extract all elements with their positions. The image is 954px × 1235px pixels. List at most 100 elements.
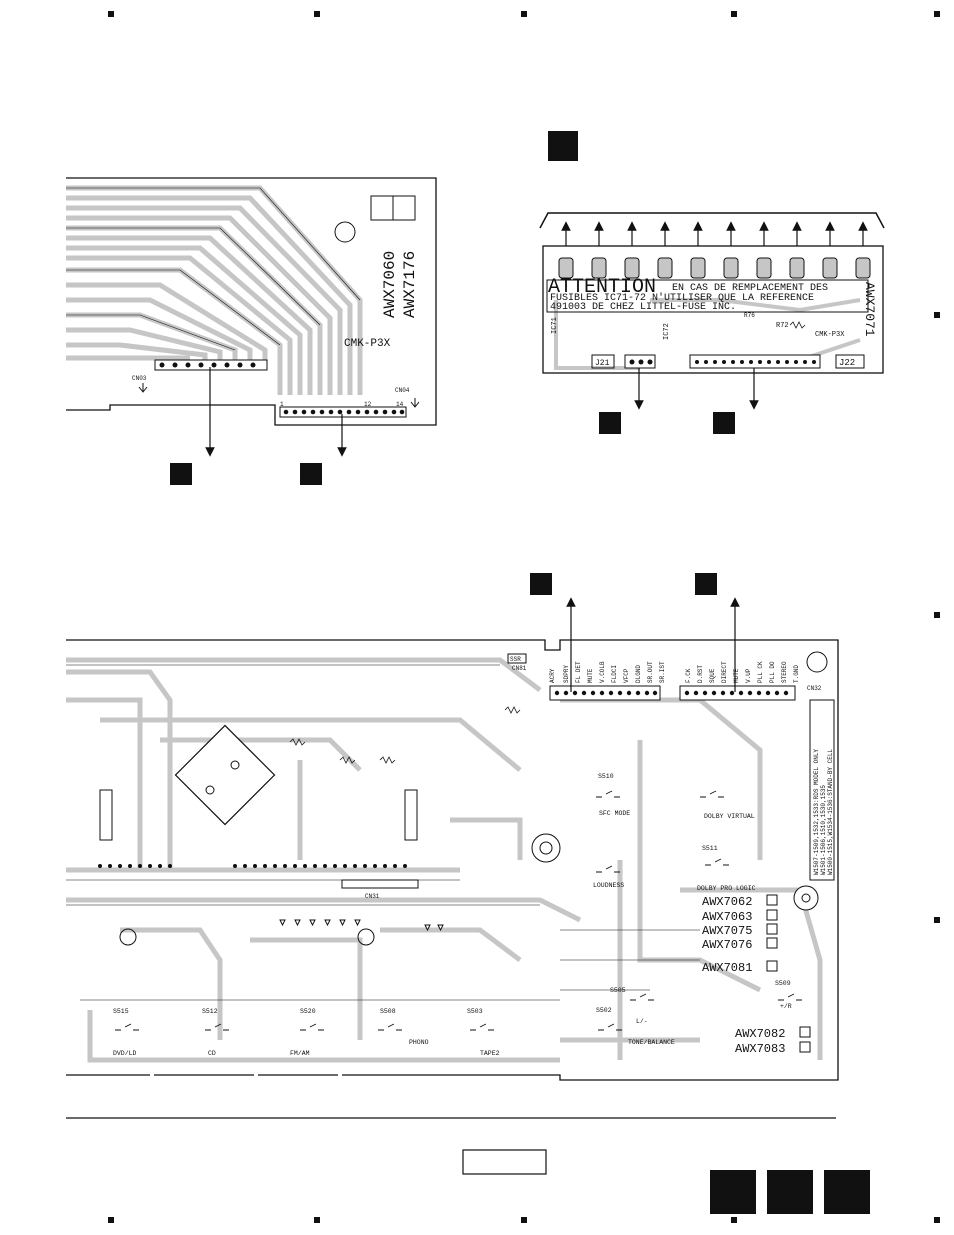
signal-fldci: FLDCI <box>611 665 618 683</box>
label-dvd-ld: DVD/LD <box>113 1050 137 1057</box>
registration-mark <box>108 11 114 17</box>
callout-box <box>599 412 621 434</box>
board-model-id: AWX7071 <box>862 282 877 337</box>
model-variant-7063: AWX7063 <box>702 910 752 924</box>
pin-label-1: 1 <box>280 401 284 408</box>
part-r72: R72 <box>776 322 789 330</box>
part-ic71: IC71 <box>551 317 559 334</box>
connector-cn03: CN03 <box>132 375 147 382</box>
callout-box <box>548 131 578 161</box>
footer-box <box>824 1170 870 1214</box>
signal-mute: MUTE <box>587 668 594 683</box>
label-loudness: LOUDNESS <box>593 882 624 889</box>
pin-label-14: 14 <box>396 401 404 408</box>
signal-direct: DIRECT <box>721 661 728 683</box>
top-right-board: ATTENTION EN CAS DE REMPLACEMENT DES FUS… <box>539 212 885 410</box>
registration-mark <box>731 11 737 17</box>
model-variant-7075: AWX7075 <box>702 924 752 938</box>
warning-line3: 491003 DE CHEZ LITTEL-FUSE INC. <box>550 302 736 313</box>
part-j21: J21 <box>595 359 610 368</box>
label-fm-am: FM/AM <box>290 1050 310 1057</box>
signal-vfcp: VFCP <box>623 668 630 683</box>
switch-s503: S503 <box>467 1008 483 1015</box>
registration-mark <box>934 11 940 17</box>
label-sfc-mode: SFC MODE <box>599 810 630 817</box>
model-variant-7076: AWX7076 <box>702 938 752 952</box>
registration-mark <box>934 917 940 923</box>
top-left-board: AWX7060 AWX7176 CMK-P3X CN03 CN04 1 12 1… <box>66 177 437 457</box>
signal-srout: SR.OUT <box>647 661 654 683</box>
page-number-box <box>462 1149 547 1175</box>
switch-s511: S511 <box>702 845 718 852</box>
connector-cn81: CN81 <box>512 665 527 672</box>
label-tape2: TAPE2 <box>480 1050 500 1057</box>
signal-tgnd: T.GND <box>793 665 800 683</box>
footer-box <box>710 1170 756 1214</box>
note-rds: W1507-1509,1532,1533:RDS MODEL ONLY <box>813 749 820 875</box>
switch-s509: S509 <box>775 980 791 987</box>
label-plus-r: +/R <box>780 1003 792 1010</box>
registration-mark <box>521 11 527 17</box>
registration-mark <box>314 11 320 17</box>
switch-s510: S510 <box>598 773 614 780</box>
registration-mark <box>934 612 940 618</box>
signal-pll-do: PLL DO <box>769 661 776 683</box>
model-id-2: AWX7176 <box>401 251 419 318</box>
signal-srist: SR.IST <box>659 661 666 683</box>
signal-ssr: SSR <box>510 656 521 663</box>
signal-pll-ck: PLL CK <box>757 661 764 683</box>
signal-fl-det: FL DET <box>575 661 582 683</box>
model-variant-7083: AWX7083 <box>735 1042 785 1056</box>
pin-label-12: 12 <box>364 401 372 408</box>
switch-s502: S502 <box>596 1007 612 1014</box>
signal-drst: D.RST <box>697 665 704 683</box>
callout-box <box>170 463 192 485</box>
signal-stereo: STEREO <box>781 661 788 683</box>
signal-dlgnd: DLGND <box>635 665 642 683</box>
registration-mark <box>934 312 940 318</box>
label-cd: CD <box>208 1050 216 1057</box>
main-board: ACRY SDPRY FL DET MUTE V.COLB FLDCI VFCP… <box>66 321 839 1081</box>
signal-sque: SQUE <box>709 668 716 683</box>
signal-mute-2: MUTE <box>733 668 740 683</box>
note-range: W1501-1506,1510,1530,1535 <box>820 785 827 875</box>
signal-vup: V.UP <box>745 668 752 683</box>
warning-title: ATTENTION <box>548 276 656 299</box>
warning-line2: FUSIBLES IC71-72 N'UTILISER QUE LA REFER… <box>550 292 814 304</box>
callout-box <box>530 573 552 595</box>
switch-s512: S512 <box>202 1008 218 1015</box>
board-code-2: CMK-P3X <box>815 331 845 339</box>
model-id-1: AWX7060 <box>381 251 399 318</box>
connector-cn04: CN04 <box>395 387 410 394</box>
label-dolby-virtual: DOLBY VIRTUAL <box>704 813 755 820</box>
switch-s508: S508 <box>380 1008 396 1015</box>
footer-box <box>767 1170 813 1214</box>
model-variant-7062: AWX7062 <box>702 895 752 909</box>
registration-mark <box>731 1217 737 1223</box>
label-tone-balance: TONE/BALANCE <box>628 1039 675 1046</box>
label-dolby-pro-logic: DOLBY PRO LOGIC <box>697 885 756 892</box>
connector-cn31: CN31 <box>365 893 380 900</box>
label-phono: PHONO <box>409 1039 429 1046</box>
callout-box <box>713 412 735 434</box>
registration-mark <box>934 1217 940 1223</box>
label-l-minus: L/- <box>636 1018 648 1025</box>
note-standby: W1500-1515,W1534-1536:STAND-BY CELL <box>827 749 834 875</box>
switch-s515: S515 <box>113 1008 129 1015</box>
connector-cn32: CN32 <box>807 685 822 692</box>
board-code: CMK-P3X <box>344 338 391 350</box>
signal-sdpry: SDPRY <box>563 665 570 683</box>
registration-mark <box>108 1217 114 1223</box>
warning-line1: EN CAS DE REMPLACEMENT DES <box>672 283 828 294</box>
callout-box <box>300 463 322 485</box>
part-j22: J22 <box>839 358 855 368</box>
registration-mark <box>314 1217 320 1223</box>
callout-box <box>695 573 717 595</box>
signal-vcolb: V.COLB <box>599 661 606 683</box>
switch-s520: S520 <box>300 1008 316 1015</box>
signal-fck: F.CK <box>685 668 692 683</box>
signal-acry: ACRY <box>549 668 556 683</box>
switch-s505: S505 <box>610 987 626 994</box>
registration-mark <box>521 1217 527 1223</box>
